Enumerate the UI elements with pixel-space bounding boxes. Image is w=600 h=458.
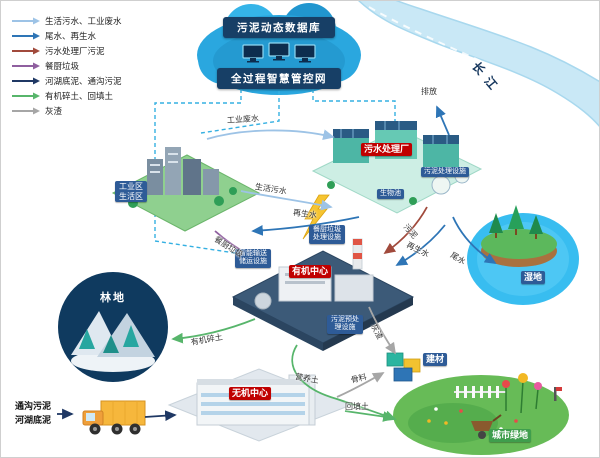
legend-arrow-icon — [12, 92, 40, 99]
inorganic-center-label: 无机中心 — [229, 387, 272, 400]
legend-label: 生活污水、工业废水 — [45, 15, 122, 26]
flow-organic-soil — [171, 318, 256, 344]
legend-row: 污水处理厂污泥 — [11, 43, 122, 58]
wwtp-facility-bottom-label: 生物池 — [377, 189, 404, 200]
flow-sludge — [383, 206, 428, 255]
industrial-zone-illustration — [111, 147, 261, 232]
green-space-illustration — [393, 373, 569, 455]
dredge-source-line2: 河湖底泥 — [15, 415, 52, 425]
legend-label: 河湖底泥、通沟污泥 — [45, 75, 122, 86]
network-title: 全过程智慧管控网 — [217, 68, 341, 89]
legend-row: 生活污水、工业废水 — [11, 13, 122, 28]
legend-arrow-icon — [12, 17, 40, 24]
legend-label: 尾水、再生水 — [45, 30, 97, 41]
legend-row: 尾水、再生水 — [11, 28, 122, 43]
legend-row: 灰渣 — [11, 103, 122, 118]
legend-row: 有机碎土、回填土 — [11, 88, 122, 103]
legend-row: 河湖底泥、通沟污泥 — [11, 73, 122, 88]
flow-aggregate — [336, 372, 385, 398]
legend-row: 餐厨垃圾 — [11, 58, 122, 73]
legend-arrow-icon — [12, 107, 40, 114]
organic-facility-bottom-label: 污泥预处理设施 — [327, 315, 363, 334]
industrial-zone-label: 工业区生活区 — [115, 181, 147, 203]
flow-label-discharge: 排放 — [421, 87, 437, 96]
legend-label: 有机碎土、回填土 — [45, 90, 114, 101]
organic-facility-top-label: 餐厨垃圾处理设施 — [309, 225, 345, 244]
organic-center-label: 有机中心 — [289, 265, 332, 278]
monitor-icons — [242, 42, 316, 63]
legend-label: 餐厨垃圾 — [45, 60, 80, 71]
flow-tail-water — [452, 216, 497, 264]
flow-label-industrial-wastewater: 工业废水 — [226, 113, 260, 125]
flow-ash — [368, 306, 396, 355]
database-title: 污泥动态数据库 — [223, 17, 335, 38]
legend-arrow-icon — [12, 32, 40, 39]
flow-label-backfill-soil: 回填土 — [345, 402, 369, 411]
flow-reclaimed-left — [251, 216, 360, 236]
flow-nutrient-soil — [291, 344, 397, 421]
wetland-illustration — [467, 205, 579, 305]
smart-network-links — [154, 89, 396, 254]
forest-illustration — [58, 272, 168, 382]
wwtp-label: 污水处理厂 — [361, 143, 413, 156]
legend-label: 灰渣 — [45, 105, 63, 116]
truck-icon — [82, 400, 146, 435]
flow-industrial-wastewater — [206, 129, 335, 140]
flow-domestic-sewage — [240, 190, 333, 211]
flow-reclaimed-right — [395, 224, 446, 266]
legend: 生活污水、工业废水 尾水、再生水 污水处理厂污泥 餐厨垃圾 — [11, 13, 122, 118]
inorganic-center-illustration — [167, 368, 353, 442]
flow-truck-to-inorganic — [144, 410, 177, 422]
legend-label: 污水处理厂污泥 — [45, 45, 105, 56]
river-illustration — [358, 1, 599, 127]
legend-arrow-icon — [12, 77, 40, 84]
green-space-label: 城市绿地 — [489, 429, 532, 442]
flow-backfill-soil — [344, 410, 395, 422]
wetland-label: 湿地 — [521, 271, 546, 284]
legend-arrow-icon — [12, 62, 40, 69]
dredge-source-line1: 通沟污泥 — [15, 401, 52, 411]
organic-center-illustration — [231, 238, 415, 351]
wwtp-facility-top-label: 污泥处理设施 — [421, 167, 469, 178]
dredge-source-text: 通沟污泥 河湖底泥 — [15, 399, 51, 427]
flow-lines — [57, 105, 497, 422]
legend-arrow-icon — [12, 47, 40, 54]
materials-illustration — [386, 352, 421, 382]
forest-label: 林地 — [100, 292, 126, 304]
flow-discharge — [435, 105, 450, 136]
materials-label: 建材 — [423, 353, 448, 366]
